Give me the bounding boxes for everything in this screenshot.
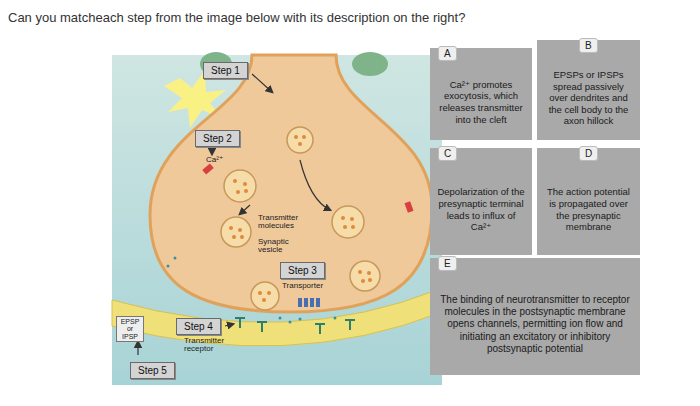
step-box: Step 4 (176, 318, 221, 335)
step-box: Step 2 (195, 130, 240, 147)
answer-letter: A (438, 46, 457, 61)
answer-letter: D (579, 146, 598, 161)
part-label: Transporter (282, 282, 323, 290)
answer-box: D The action potential is propagated over… (537, 148, 640, 255)
step-label: Step 3 (288, 265, 317, 276)
answer-box: A Ca²⁺ promotes exocytosis, which release… (430, 48, 532, 140)
step-box: Step 3 (280, 262, 325, 279)
answer-box: C Depolarization of the presynaptic termi… (430, 148, 532, 255)
answer-letter: B (579, 38, 598, 53)
answer-box: E The binding of neurotransmitter to rece… (430, 258, 640, 375)
step-label: Step 2 (203, 133, 232, 144)
part-label: Synaptic vesicle (258, 238, 306, 255)
answer-description: Depolarization of the presynaptic termin… (436, 186, 526, 232)
answer-description: The action potential is propagated over … (543, 186, 634, 232)
answer-description: The binding of neurotransmitter to recep… (436, 294, 634, 355)
part-label: Transmitter receptor (184, 337, 240, 354)
step-label: Step 5 (138, 365, 167, 376)
answer-letter: E (438, 256, 457, 271)
title-text: Can you matcheach step from the image be… (8, 10, 465, 25)
part-label: Transmitter molecules (258, 214, 320, 231)
answer-box: B EPSPs or IPSPs spread passively over de… (537, 40, 640, 140)
part-label: Ca²⁺ (206, 156, 223, 164)
step-label: Step 1 (211, 65, 240, 76)
answer-description: EPSPs or IPSPs spread passively over den… (543, 69, 634, 127)
part-label: EPSP or IPSP (116, 316, 144, 342)
step-box: Step 1 (203, 62, 248, 79)
answer-description: Ca²⁺ promotes exocytosis, which releases… (436, 79, 526, 125)
step-box: Step 5 (130, 362, 175, 379)
step-label: Step 4 (184, 321, 213, 332)
answer-letter: C (438, 146, 457, 161)
